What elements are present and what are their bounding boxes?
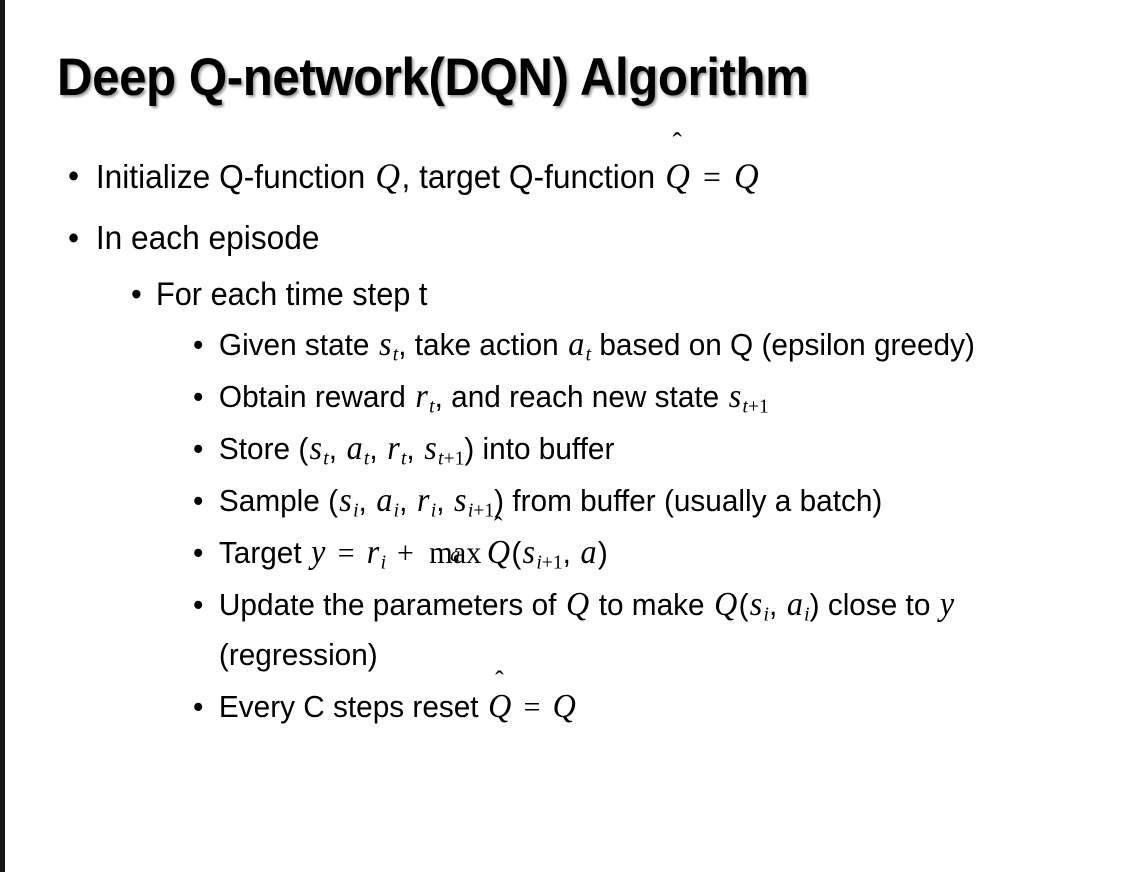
bullet-label: Obtain reward rt, and reach new state st… xyxy=(219,372,1083,422)
bullet-dot-icon xyxy=(131,268,142,320)
bullet-item-store-into-buffer: Store (st, at, rt, st+1) into buffer xyxy=(193,424,1087,476)
bullet-dot-icon xyxy=(68,146,79,206)
bullet-text-run: , target Q-function xyxy=(401,158,664,195)
math-symbol: a xyxy=(580,534,597,571)
bullet-dot-icon xyxy=(193,424,203,474)
bullet-text-run: (regression) xyxy=(218,637,378,672)
math-symbol-subscript: ai xyxy=(376,482,400,522)
math-operator: = xyxy=(695,160,729,196)
bullet-label: Initialize Q-function Q, target Q-functi… xyxy=(95,128,1082,208)
math-symbol: Q xyxy=(552,688,576,725)
math-operator: = xyxy=(516,689,548,724)
bullet-label: In each episode xyxy=(96,208,1082,268)
math-symbol-subscript: ai xyxy=(786,586,810,626)
math-symbol-subscript: rt xyxy=(415,378,435,418)
bullet-list: Initialize Q-function Q, target Q-functi… xyxy=(0,128,1124,734)
math-symbol-subscript: ri xyxy=(416,482,437,522)
bullet-text-run: For each time step t xyxy=(155,276,428,312)
bullet-text-run: , xyxy=(436,483,453,518)
bullet-dot-icon xyxy=(193,682,203,732)
bullet-text-run: to make xyxy=(590,587,713,622)
math-symbol: y xyxy=(311,534,326,571)
bullet-dot-icon xyxy=(193,528,203,578)
bullet-text-run: ) into buffer xyxy=(464,431,615,466)
bullet-label: Store (st, at, rt, st+1) into buffer xyxy=(219,424,1083,474)
bullet-text-run: ) close to xyxy=(809,587,939,622)
math-symbol: Q xyxy=(565,586,590,623)
bullet-text-run: ( xyxy=(511,535,522,570)
math-symbol-subscript: ri xyxy=(366,534,387,574)
math-symbol-subscript: si+1 xyxy=(522,534,563,574)
bullet-dot-icon xyxy=(193,476,203,526)
math-symbol-subscript: at xyxy=(346,430,370,470)
slide-left-edge-band xyxy=(0,0,5,872)
math-symbol-subscript: at xyxy=(568,326,592,366)
math-symbol-subscript: st+1 xyxy=(424,430,465,470)
bullet-dot-icon xyxy=(193,320,203,370)
bullet-text-run: Given state xyxy=(218,327,378,362)
bullet-label: Given state st, take action at based on … xyxy=(219,320,1083,370)
bullet-item-for-each-time-step: For each time step t xyxy=(131,268,1084,320)
math-symbol-subscript: si xyxy=(339,482,359,522)
math-symbol-subscript: st xyxy=(379,326,399,366)
bullet-text-run: Initialize Q-function xyxy=(95,158,375,195)
bullet-text-run: Obtain reward xyxy=(218,379,415,414)
bullet-text-run: , xyxy=(562,535,580,570)
math-symbol: Q xyxy=(733,156,759,196)
bullet-dot-icon xyxy=(193,372,203,422)
math-symbol-subscript: si xyxy=(749,586,770,626)
bullet-text-run: Target xyxy=(218,535,310,570)
math-symbol-subscript: si+1 xyxy=(454,482,495,522)
bullet-text-run: Every C steps reset xyxy=(218,689,487,724)
bullet-dot-icon xyxy=(193,580,203,630)
bullet-text-run: ) xyxy=(597,535,608,570)
bullet-item-every-c-steps-reset: Every C steps reset ˆQ = Q xyxy=(193,665,1087,734)
bullet-text-run: , xyxy=(399,483,416,518)
bullet-text-run: , and reach new state xyxy=(434,379,728,414)
math-symbol: Q xyxy=(375,156,401,196)
bullet-item-update-parameters: Update the parameters of Q to make Q(si,… xyxy=(193,580,1087,682)
bullet-text-run: , xyxy=(769,587,786,622)
bullet-text-run: based on Q (epsilon greedy) xyxy=(591,327,975,362)
bullet-text-run: ( xyxy=(738,587,749,622)
bullet-text-run: Sample ( xyxy=(218,483,339,518)
bullet-text-run: In each episode xyxy=(95,219,320,256)
bullet-label: For each time step t xyxy=(156,268,1084,320)
bullet-item-in-each-episode: In each episode xyxy=(68,208,1082,268)
math-operator: + xyxy=(389,535,422,570)
math-symbol-subscript: st+1 xyxy=(728,378,769,418)
math-symbol-subscript: st xyxy=(309,430,329,470)
bullet-label: Update the parameters of Q to make Q(si,… xyxy=(219,580,1083,680)
bullet-text-run: Update the parameters of xyxy=(218,587,565,622)
bullet-text-run: , take action xyxy=(398,327,567,362)
math-symbol: y xyxy=(939,586,955,623)
page-title: Deep Q-network(DQN) Algorithm xyxy=(57,48,809,107)
bullet-label: Sample (si, ai, ri, si+1) from buffer (u… xyxy=(219,476,1083,526)
math-symbol: Q xyxy=(714,586,738,623)
bullet-text-run: ) from buffer (usually a batch) xyxy=(494,483,883,518)
bullet-text-run: , xyxy=(358,483,376,518)
bullet-text-run: , xyxy=(369,431,386,466)
math-operator: = xyxy=(330,535,362,570)
bullet-text-run: , xyxy=(328,431,346,466)
bullet-text-run: Store ( xyxy=(218,431,309,466)
bullet-item-sample-from-buffer: Sample (si, ai, ri, si+1) from buffer (u… xyxy=(193,476,1087,528)
math-symbol-subscript: rt xyxy=(387,430,407,470)
bullet-text-run: , xyxy=(406,431,423,466)
bullet-dot-icon xyxy=(68,208,79,268)
bullet-item-given-state-take-action: Given state st, take action at based on … xyxy=(193,320,1087,372)
bullet-item-initialize-q-function: Initialize Q-function Q, target Q-functi… xyxy=(68,128,1082,208)
bullet-item-obtain-reward-reach-state: Obtain reward rt, and reach new state st… xyxy=(193,372,1087,424)
